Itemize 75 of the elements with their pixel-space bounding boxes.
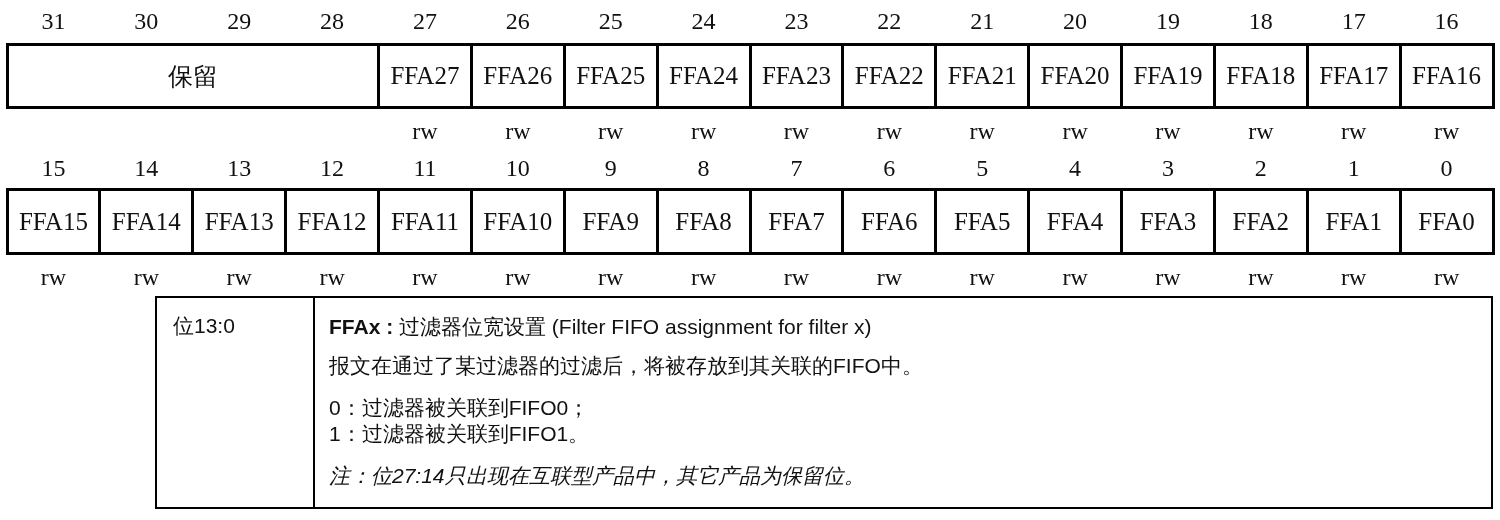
bit-range-cell: 位13:0 (155, 296, 315, 509)
bit-number: 1 (1346, 155, 1361, 181)
bit-number: 18 (1247, 8, 1274, 34)
access-label: rw (1432, 118, 1461, 144)
bit-number: 26 (504, 8, 531, 34)
value-text: 0：过滤器被关联到FIFO0； (329, 395, 590, 421)
access-label: rw (1340, 118, 1368, 144)
bit-number: 28 (319, 8, 346, 34)
bit-number: 10 (504, 155, 531, 181)
value-text: 1：过滤器被关联到FIFO1。 (329, 421, 590, 447)
bit-number: 13 (226, 155, 253, 181)
bit-number: 15 (40, 155, 67, 181)
access-label: rw (1247, 118, 1275, 144)
register-field: FFA4 (1027, 188, 1123, 255)
access-label: rw (1340, 264, 1368, 290)
access-label: rw (1061, 118, 1089, 144)
bit-number: 9 (603, 155, 618, 181)
bit-number: 11 (412, 155, 438, 181)
register-field: FFA19 (1120, 43, 1216, 109)
bit-number: 6 (882, 155, 897, 181)
description-text: 报文在通过了某过滤器的过滤后，将被存放到其关联的FIFO中。 (329, 353, 923, 379)
bit-number: 23 (783, 8, 810, 34)
bit-number: 20 (1062, 8, 1089, 34)
access-label: rw (411, 118, 439, 144)
access-label: rw (318, 264, 346, 290)
bit-number: 25 (597, 8, 624, 34)
register-field: 保留 (5, 43, 380, 109)
description-cell (313, 296, 1493, 509)
bit-number: 4 (1068, 155, 1083, 181)
access-label: rw (1154, 264, 1182, 290)
bit-number: 22 (876, 8, 903, 34)
access-label: rw (782, 118, 811, 144)
access-label: rw (411, 264, 439, 290)
bit-number: 24 (690, 8, 717, 34)
access-label: rw (225, 264, 253, 290)
bit-number: 7 (789, 155, 804, 181)
bit-number: 0 (1439, 155, 1454, 181)
access-label: rw (1247, 264, 1275, 290)
access-label: rw (875, 264, 903, 290)
bit-number: 5 (975, 155, 990, 181)
register-field: FFA11 (377, 188, 473, 255)
access-label: rw (597, 118, 625, 144)
access-label: rw (39, 264, 68, 290)
access-label: rw (597, 264, 625, 290)
access-label: rw (689, 264, 718, 290)
access-label: rw (875, 118, 903, 144)
access-label: rw (968, 118, 996, 144)
access-label: rw (504, 118, 532, 144)
access-label: rw (782, 264, 811, 290)
bit-number: 30 (133, 8, 160, 34)
bit-number: 27 (411, 8, 438, 34)
bit-number: 31 (40, 8, 67, 34)
bit-number: 8 (696, 155, 711, 181)
bit-number: 19 (1154, 8, 1181, 34)
bit-number: 17 (1340, 8, 1367, 34)
register-field: FFA12 (284, 188, 380, 255)
bit-number: 3 (1160, 155, 1175, 181)
bit-number: 12 (319, 155, 346, 181)
access-label: rw (1061, 264, 1089, 290)
register-field: FFA27 (377, 43, 473, 109)
access-label: rw (968, 264, 996, 290)
register-field: FFA20 (1027, 43, 1123, 109)
register-field: FFA3 (1120, 188, 1216, 255)
access-label: rw (1432, 264, 1461, 290)
bit-number: 14 (133, 155, 160, 181)
access-label: rw (689, 118, 718, 144)
access-label: rw (504, 264, 532, 290)
bit-number: 16 (1433, 8, 1460, 34)
access-label: rw (1154, 118, 1182, 144)
access-label: rw (132, 264, 160, 290)
bit-number: 29 (226, 8, 253, 34)
note-text: 注：位27:14只出现在互联型产品中，其它产品为保留位。 (329, 463, 865, 489)
bit-number: 21 (969, 8, 996, 34)
field-heading: FFAx : 过滤器位宽设置 (Filter FIFO assignment for filter x) (329, 314, 872, 340)
bit-number: 2 (1253, 155, 1268, 181)
